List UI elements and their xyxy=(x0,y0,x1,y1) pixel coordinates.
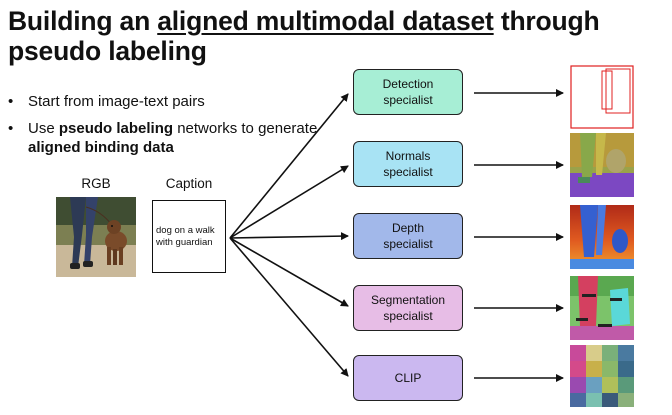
bullet-item-2: • Use pseudo labeling networks to genera… xyxy=(8,119,328,157)
caption-text: dog on a walk with guardian xyxy=(156,225,215,248)
bullet-list: • Start from image-text pairs • Use pseu… xyxy=(8,92,328,165)
caption-box: dog on a walk with guardian xyxy=(152,200,226,273)
bullet-item-1: • Start from image-text pairs xyxy=(8,92,328,111)
arrow-to-detection xyxy=(229,93,349,239)
bullet-2-bold-a: pseudo labeling xyxy=(58,120,174,137)
depth-specialist-box: Depth specialist xyxy=(353,213,463,259)
title-underlined: aligned multimodal dataset xyxy=(157,6,494,36)
bullet-1-text: Start from image-text pairs xyxy=(28,93,205,110)
caption-label: Caption xyxy=(165,176,213,191)
detection-specialist-box: Detection specialist xyxy=(353,69,463,115)
rgb-label: RGB xyxy=(81,176,111,191)
rgb-photo xyxy=(56,197,136,277)
detection-output-thumbnail xyxy=(570,65,634,129)
clip-specialist-box: CLIP xyxy=(353,355,463,401)
segmentation-specialist-box: Segmentation specialist xyxy=(353,285,463,331)
bullet-dot: • xyxy=(8,93,14,110)
bullet-2-text-a: Use xyxy=(28,120,59,137)
depth-output-thumbnail xyxy=(570,205,634,269)
clip-feature-icon xyxy=(570,345,634,407)
arrow-to-segmentation xyxy=(229,237,349,307)
clip-output-thumbnail xyxy=(570,345,634,407)
surface-normals-icon xyxy=(570,133,634,197)
slide-title: Building an aligned multimodal dataset t… xyxy=(8,6,672,66)
title-part-1: Building an xyxy=(8,6,158,36)
segmentation-output-thumbnail xyxy=(570,276,634,340)
title-part-2: through pseudo labeling xyxy=(8,6,600,66)
segmentation-mask-icon xyxy=(570,276,634,340)
bullet-2-bold-b: aligned binding data xyxy=(28,139,174,156)
bullet-dot: • xyxy=(8,120,14,137)
arrow-to-normals xyxy=(229,165,349,239)
arrow-to-clip xyxy=(229,237,349,377)
normals-specialist-box: Normals specialist xyxy=(353,141,463,187)
arrow-to-depth xyxy=(229,232,349,241)
depth-map-icon xyxy=(570,205,634,269)
bullet-2-text-b: networks to generate xyxy=(173,120,318,137)
dog-walk-photo-icon xyxy=(56,197,136,277)
detection-boxes-icon xyxy=(570,65,634,129)
normals-output-thumbnail xyxy=(570,133,634,197)
